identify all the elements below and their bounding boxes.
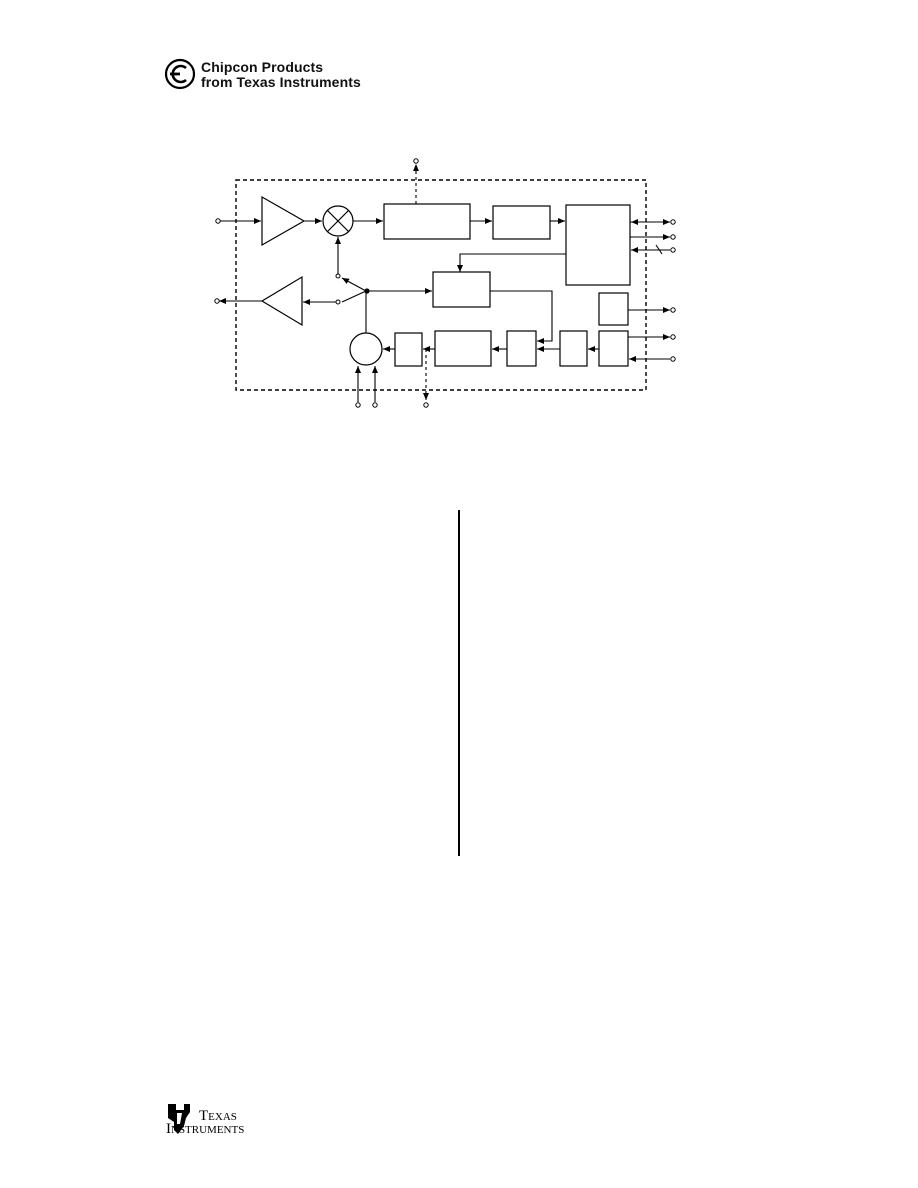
demod-block <box>492 205 551 240</box>
if-filter-block <box>383 203 471 240</box>
pin-ctrl-1 <box>670 219 676 225</box>
chipcon-c-logo-icon <box>164 58 196 90</box>
ti-state-logo-icon <box>168 1104 190 1134</box>
pin-reg-out <box>670 307 676 313</box>
divider-block <box>559 330 588 367</box>
pin-vco-1 <box>355 402 361 408</box>
header-brand <box>160 56 390 96</box>
header-brand-text: Chipcon Products from Texas Instruments <box>201 60 361 90</box>
switch-node <box>364 288 370 294</box>
brand-line-2: from Texas Instruments <box>201 74 361 90</box>
vco-circle <box>349 332 383 366</box>
chip-boundary <box>235 179 647 391</box>
footer-brand-text: Texas Instruments <box>166 1108 244 1137</box>
pin-vco-2 <box>372 402 378 408</box>
footer-brand <box>162 1100 282 1144</box>
crystal-osc-block <box>598 330 629 367</box>
pin-ctrl-2 <box>670 234 676 240</box>
brand-line-1: Chipcon Products <box>201 59 324 75</box>
block-diagram <box>214 158 676 408</box>
pin-xosc-2 <box>670 356 676 362</box>
lna-triangle <box>261 195 306 247</box>
switch-contact-tx <box>335 299 341 305</box>
control-logic-block <box>565 204 631 286</box>
modulator-block <box>432 271 491 308</box>
pin-xosc-1 <box>670 334 676 340</box>
loop-filter-block <box>434 330 492 367</box>
pin-rf-out <box>214 298 220 304</box>
ti-line-1: Texas <box>199 1108 237 1124</box>
ti-line-2: Instruments <box>166 1121 245 1137</box>
column-separator <box>458 510 460 856</box>
pin-ctrl-3 <box>670 247 676 253</box>
pa-triangle <box>260 275 303 327</box>
pin-if-out <box>413 158 419 164</box>
pfd-block <box>506 330 537 367</box>
register-block <box>598 292 629 326</box>
mixer-symbol <box>322 205 354 237</box>
switch-contact-rx <box>335 273 341 279</box>
prescaler-block <box>394 332 423 367</box>
pin-rf-in <box>215 218 221 224</box>
pin-lock <box>423 402 429 408</box>
